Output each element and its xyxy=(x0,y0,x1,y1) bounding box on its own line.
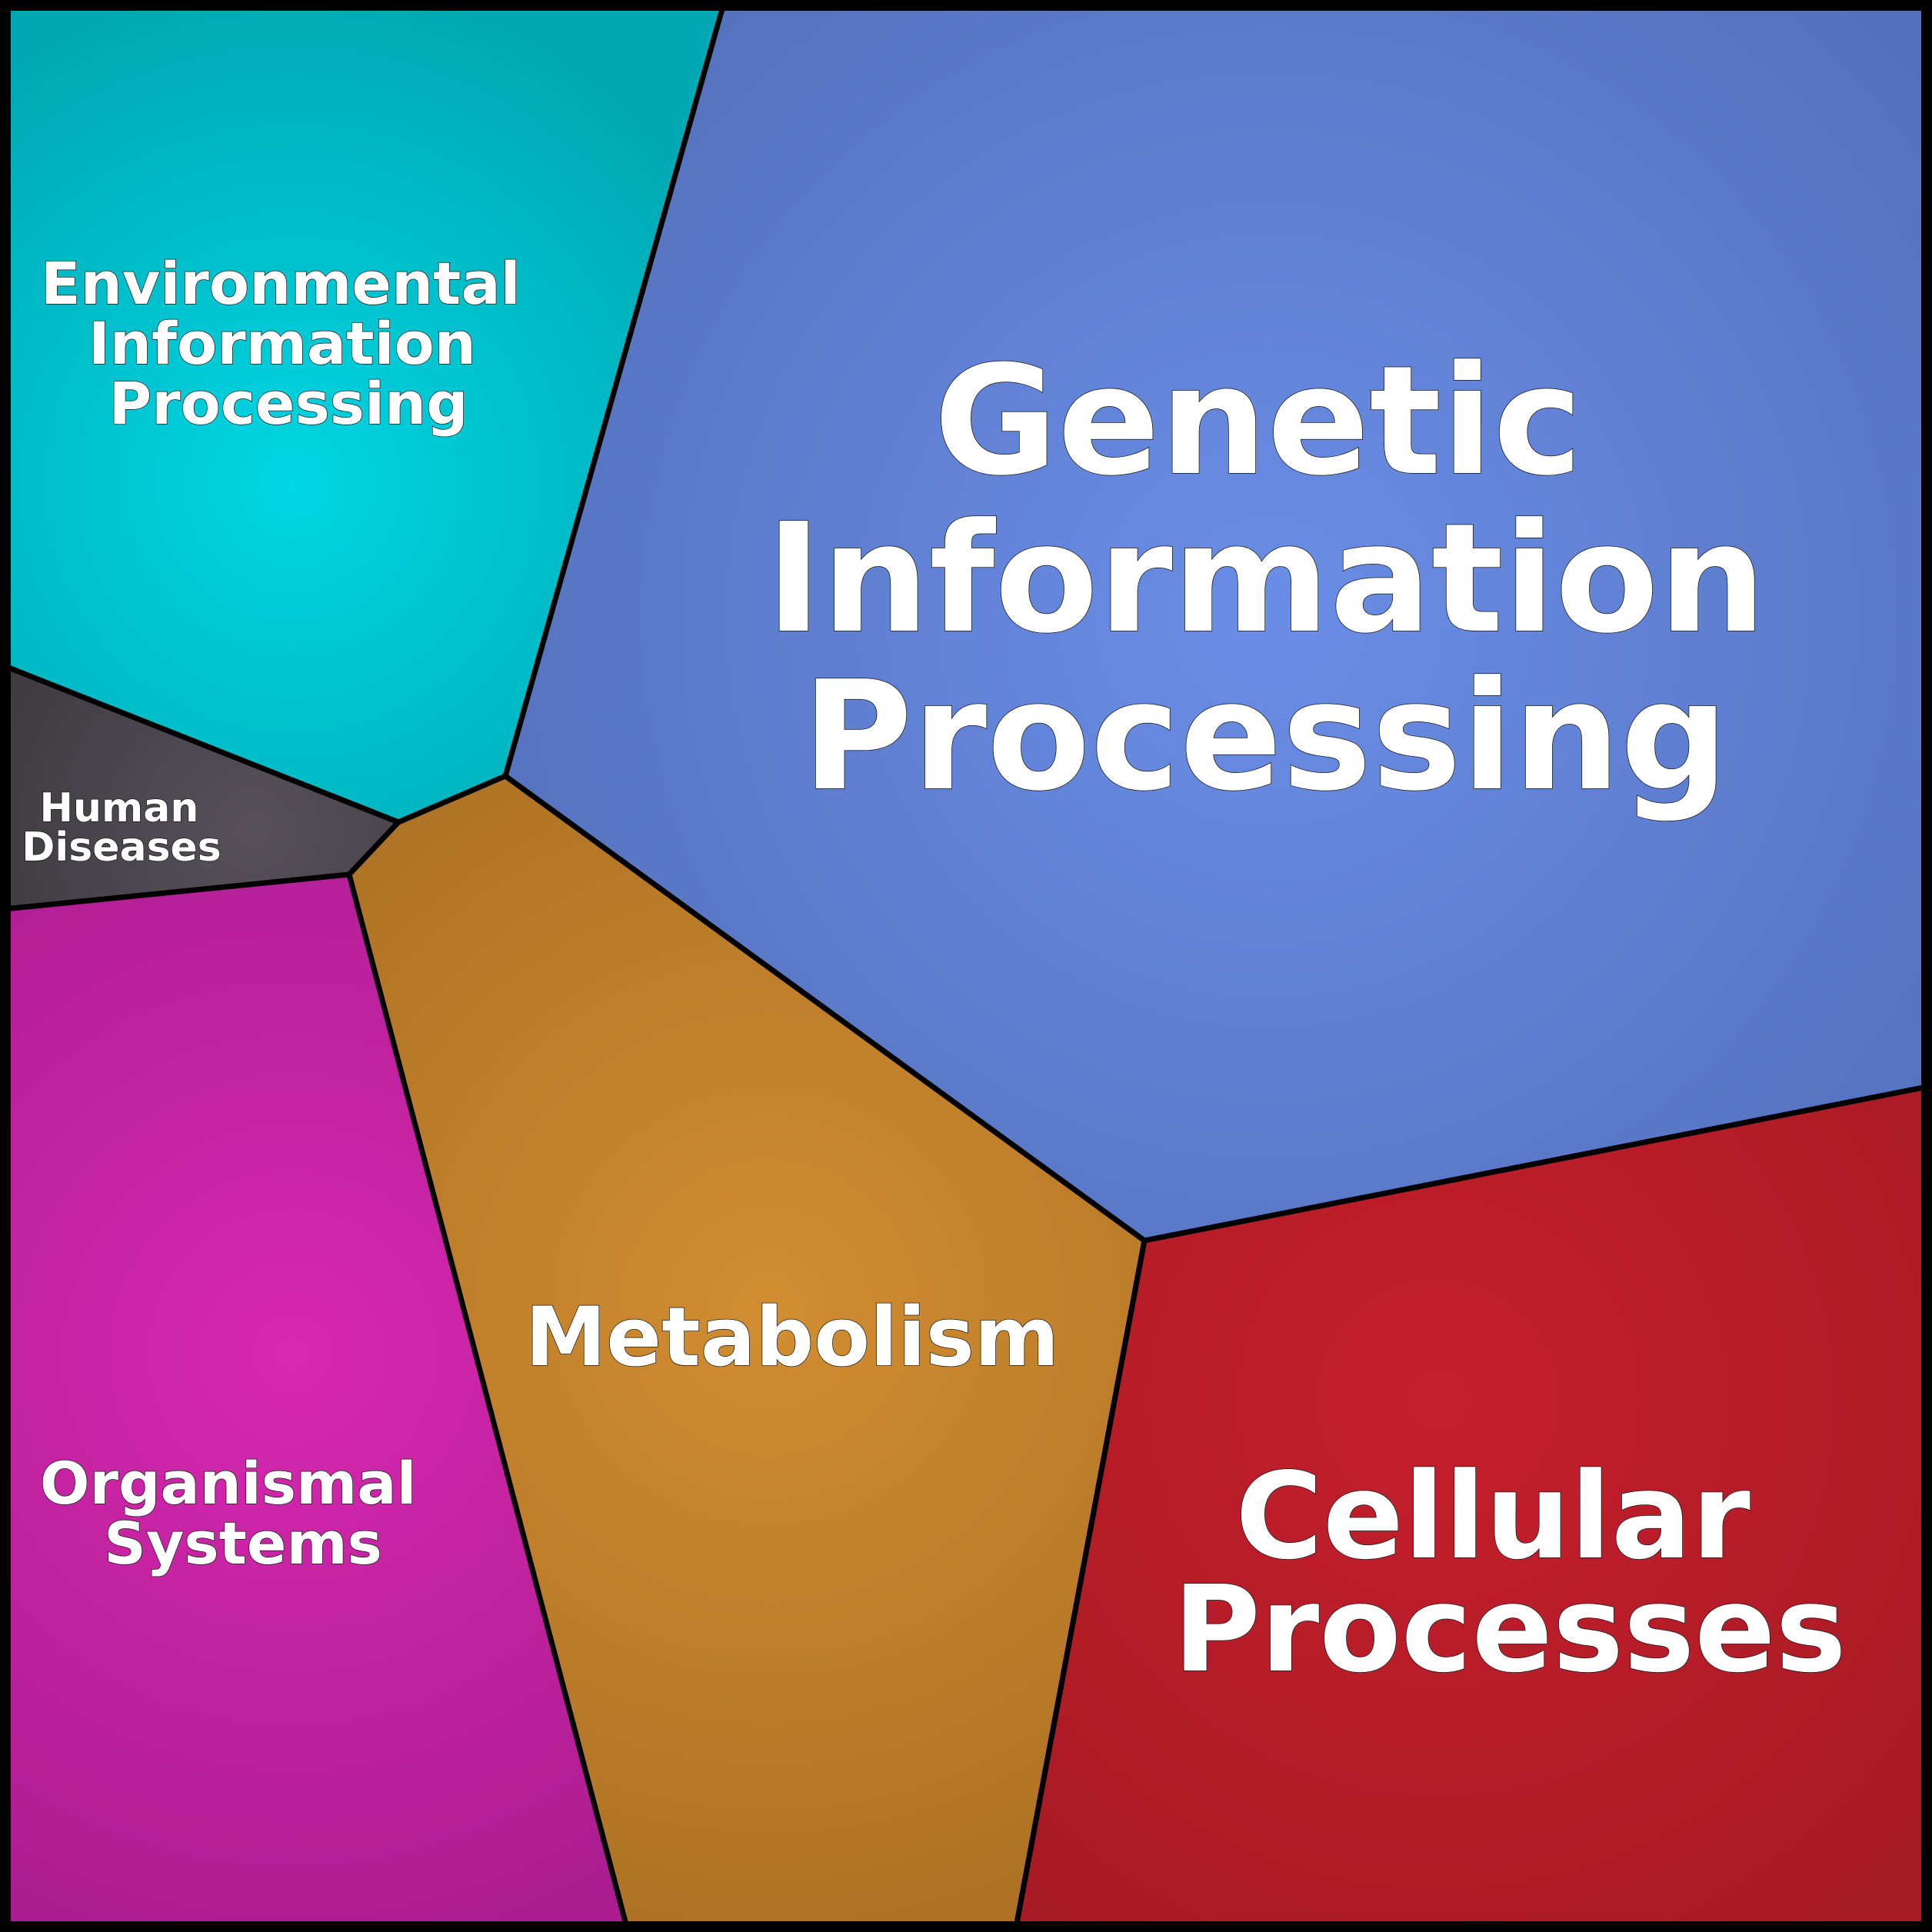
cellular-processes-label: Cellular Processes xyxy=(1173,1447,1846,1699)
organismal-systems-label: Organismal Systems xyxy=(40,1449,437,1577)
environmental-information-processing-label: Environmental Information Processing xyxy=(41,249,541,438)
metabolism-label: Metabolism xyxy=(525,1290,1060,1384)
genetic-information-processing-label: Genetic Information Processing xyxy=(766,334,1819,824)
human-diseases-label: Human Diseases xyxy=(22,785,221,871)
